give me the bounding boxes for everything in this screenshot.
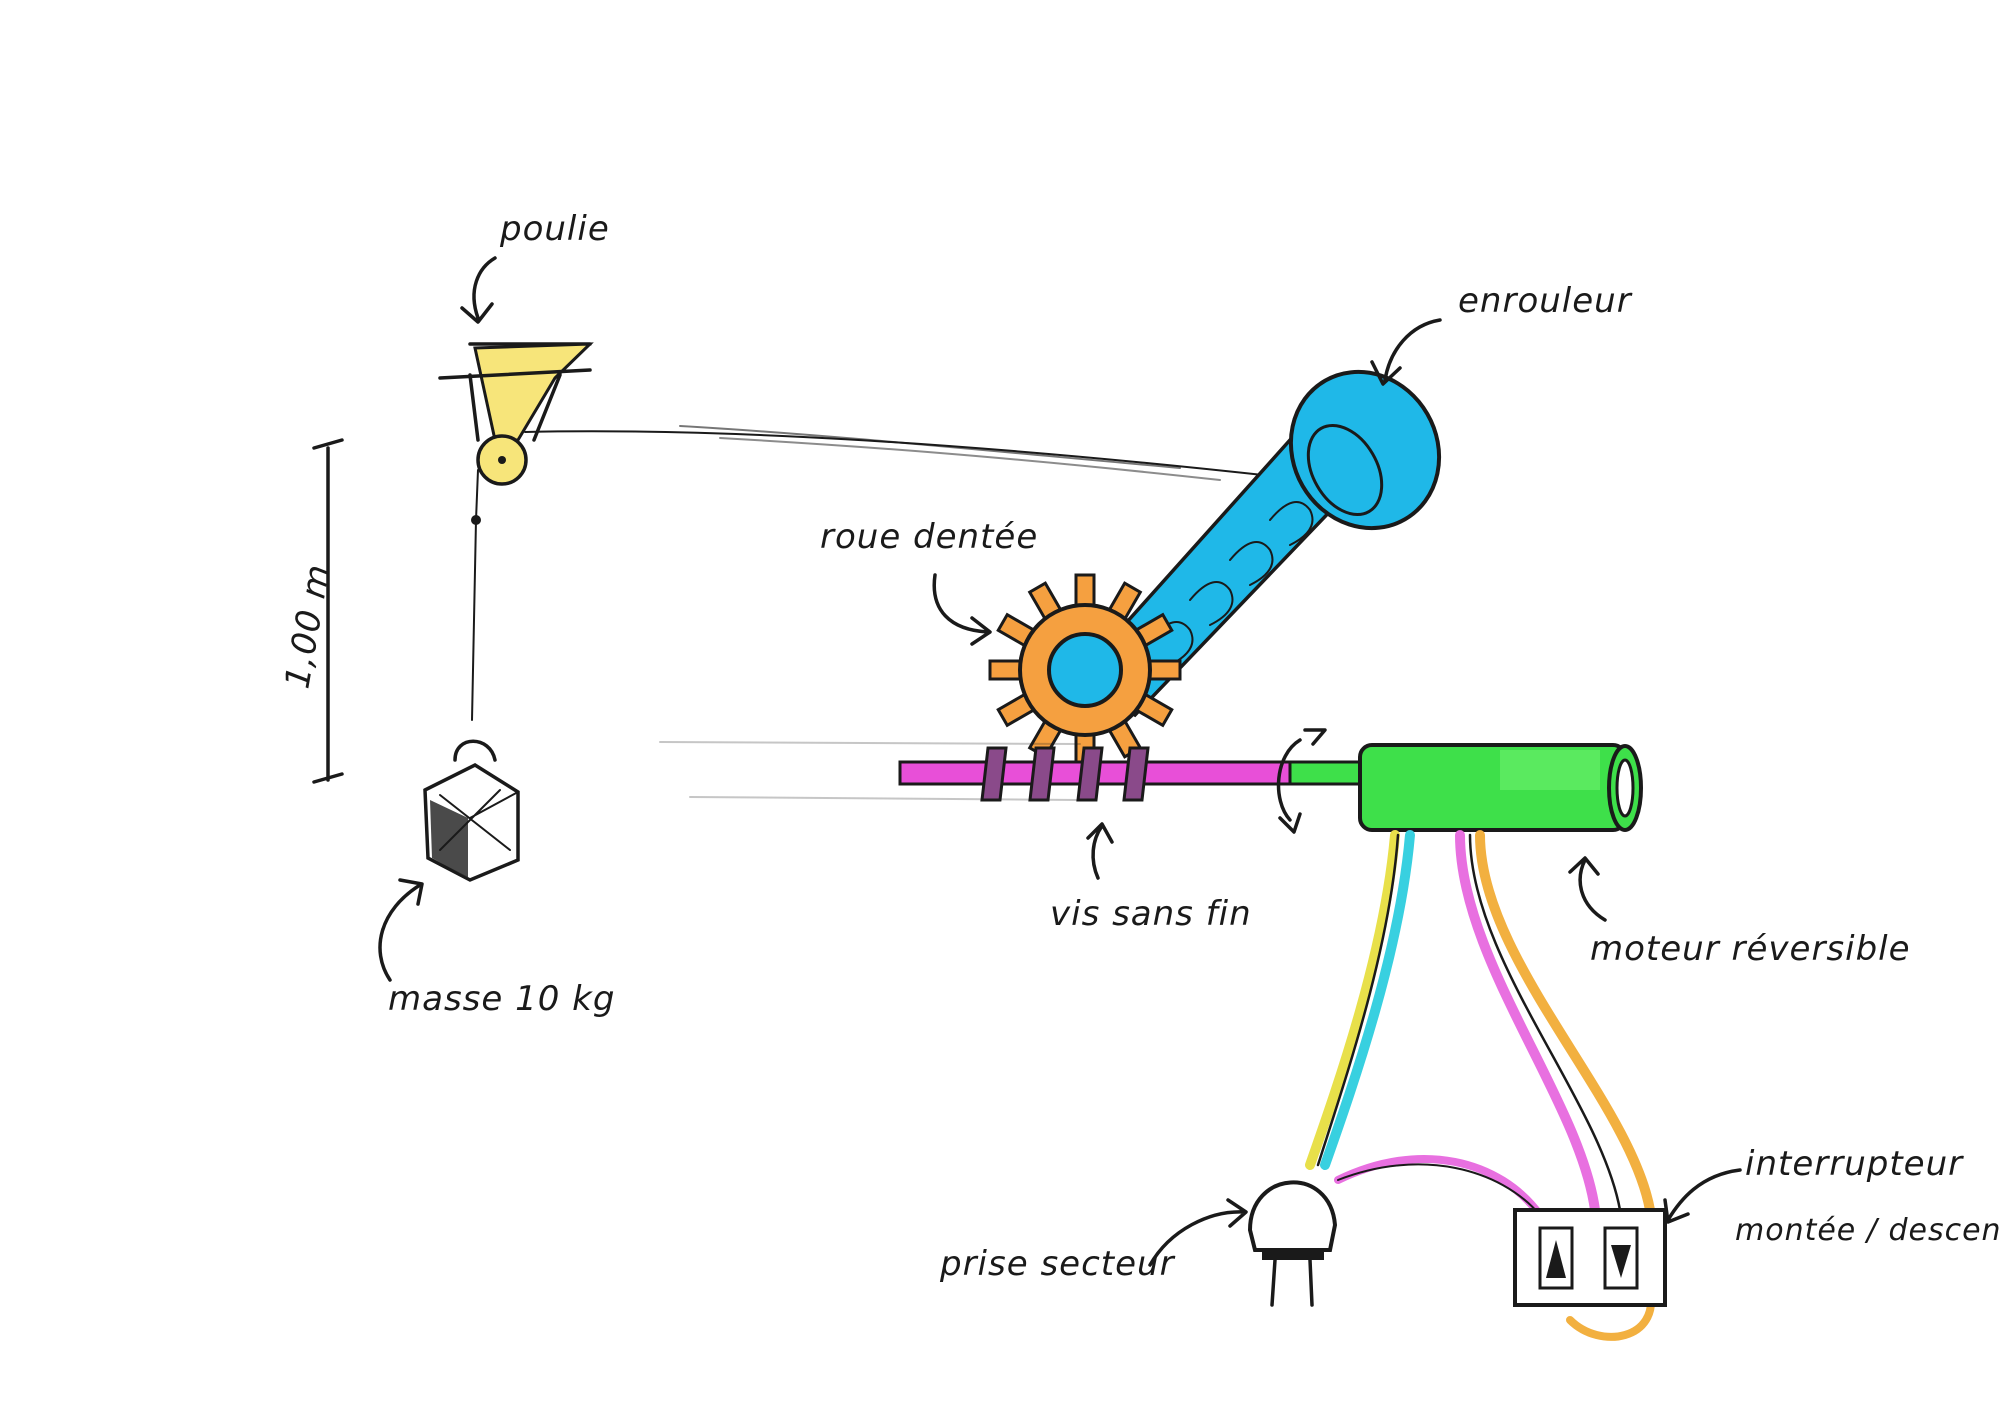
hanging-rope (471, 469, 479, 721)
winder-label: enrouleur (1458, 281, 1633, 321)
motor-arrow (1568, 856, 1607, 922)
outlet-plug (1247, 1180, 1338, 1307)
switch-arrow (1663, 1168, 1742, 1224)
worm-arrow (1086, 822, 1114, 880)
down-triangle-icon (1611, 1245, 1631, 1278)
pulley-label: poulie (499, 209, 610, 249)
wires (1305, 830, 1656, 1341)
height-dimension (312, 438, 344, 784)
up-triangle-icon (1546, 1240, 1566, 1278)
mass-block (423, 739, 520, 882)
rope (524, 430, 1291, 479)
gear-label: roue dentée (820, 517, 1038, 557)
motor-label: moteur réversible (1590, 929, 1911, 969)
switch-label-line1: interrupteur (1745, 1144, 1964, 1184)
outlet-arrow (1148, 1198, 1248, 1267)
pulley-assembly (438, 342, 594, 486)
pulley-arrow (460, 256, 497, 324)
rotation-arrows (1276, 728, 1327, 834)
winder-arrow (1370, 318, 1442, 386)
pulley-support (473, 342, 594, 442)
worm-label: vis sans fin (1050, 894, 1252, 934)
mass-arrow (378, 878, 424, 982)
gear-arrow (932, 573, 992, 646)
gear-wheel (988, 573, 1182, 767)
switch-label-line2: montée / descente (1735, 1213, 2000, 1248)
mass-label: masse 10 kg (388, 979, 615, 1019)
up-down-switch (1513, 1208, 1667, 1307)
motor (1358, 743, 1643, 832)
worm-screw (898, 746, 1372, 802)
outlet-label: prise secteur (939, 1244, 1176, 1284)
